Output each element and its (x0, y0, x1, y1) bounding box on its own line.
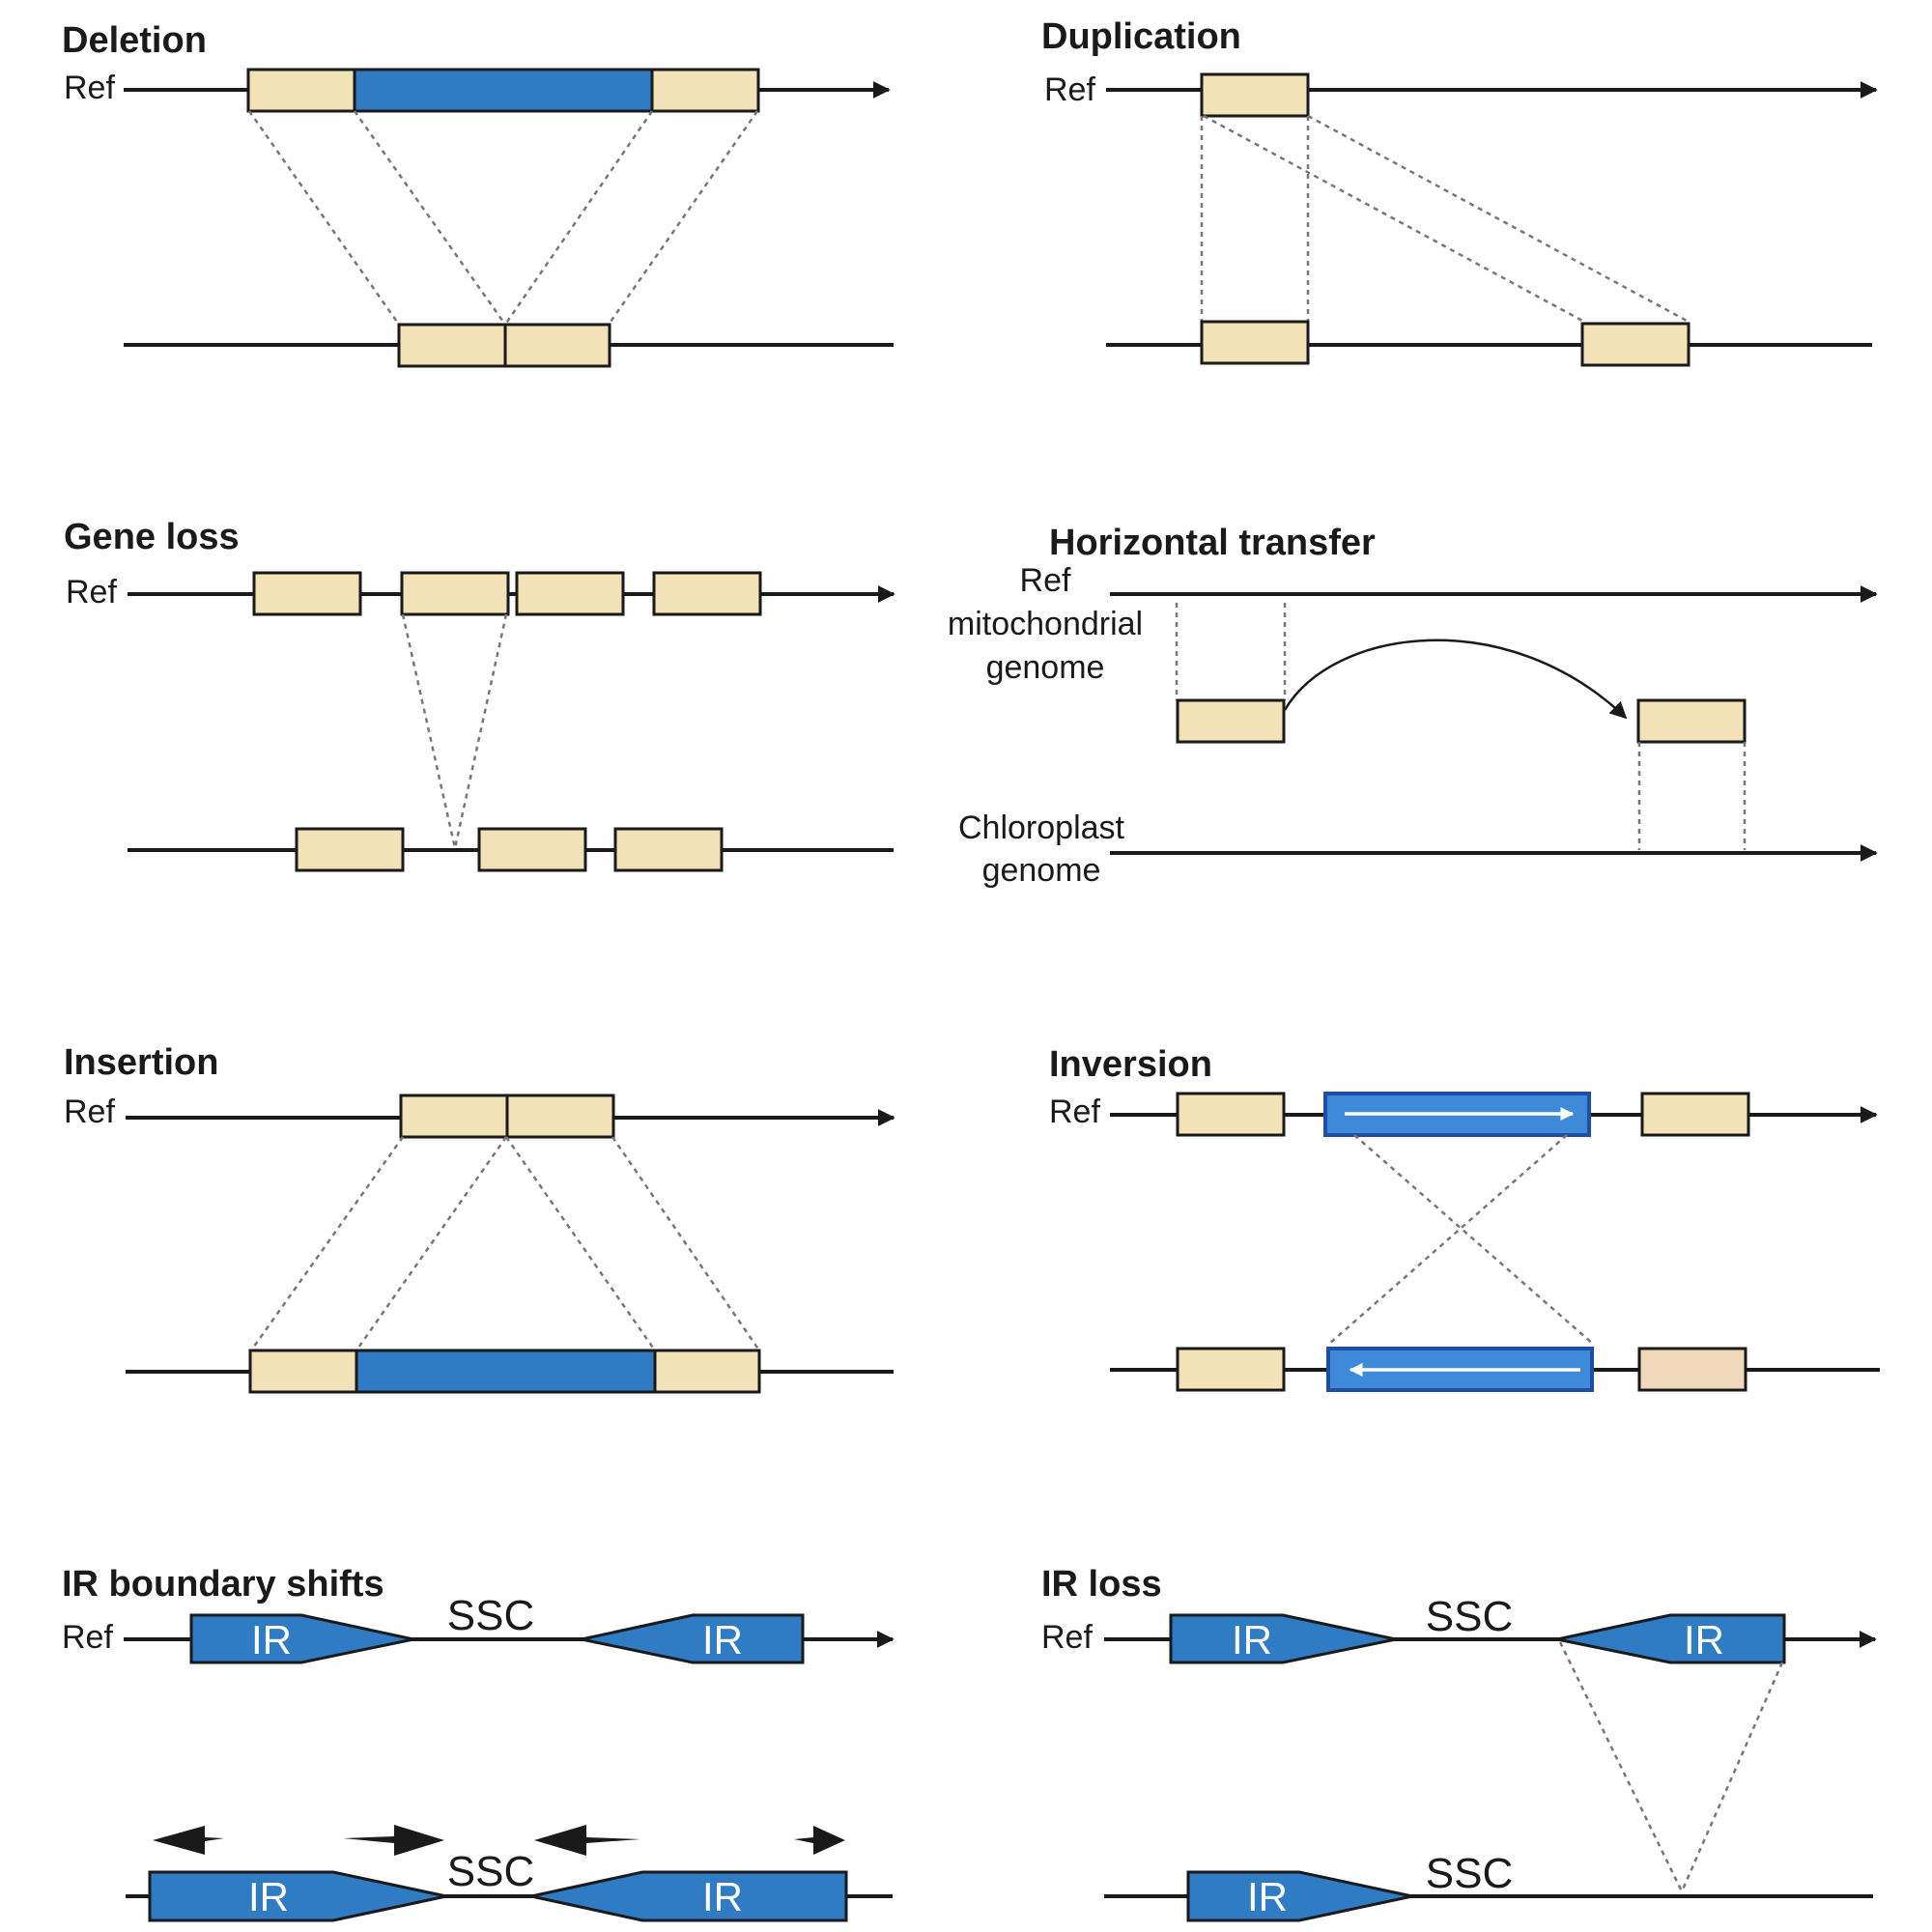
guide-line (504, 1136, 657, 1351)
ref-label: Ref (1049, 1094, 1100, 1130)
panel-ir-boundary-shifts: IR boundary shifts Ref IR SSC IR IR SSC … (62, 1564, 895, 1922)
gene-block (246, 68, 356, 113)
panel-gene-loss: Gene loss Ref (64, 517, 895, 872)
gene-block (652, 571, 762, 616)
ref-label: genome (986, 649, 1105, 686)
ir-region (189, 1613, 414, 1664)
gene-block (505, 1094, 615, 1139)
guide-line (607, 110, 759, 326)
ir-region (1556, 1613, 1786, 1664)
target-label: genome (982, 852, 1101, 889)
guide-line (1203, 114, 1585, 324)
gene-block (503, 323, 611, 368)
panel-title: Gene loss (64, 517, 240, 557)
ref-label: Ref (62, 1619, 113, 1656)
lost-gene-block (400, 571, 510, 616)
guide-line (249, 1136, 405, 1351)
panel-title: Insertion (64, 1042, 218, 1083)
deleted-segment (353, 68, 654, 113)
ref-label: Ref (1041, 1619, 1093, 1656)
gene-block (1176, 698, 1286, 744)
guide-line (453, 613, 508, 849)
gene-block (248, 1349, 358, 1394)
ssc-label: SSC (447, 1848, 534, 1895)
gene-block (515, 571, 625, 616)
inserted-segment (355, 1349, 657, 1394)
gene-block (399, 1094, 509, 1139)
panel-title: Horizontal transfer (1049, 523, 1376, 563)
panel-title: Deletion (62, 20, 207, 61)
transfer-arrow (1283, 639, 1628, 720)
ir-label: IR (248, 1874, 289, 1919)
gene-block (650, 68, 760, 113)
ir-region (148, 1870, 447, 1922)
shift-right-arrow (343, 1825, 444, 1856)
panel-horizontal-transfer: Horizontal transfer Ref mitochondrial ge… (948, 523, 1878, 889)
gene-block (295, 827, 405, 872)
gene-block (397, 323, 507, 368)
guide-line (1307, 114, 1690, 324)
target-label: Chloroplast (958, 810, 1125, 846)
panel-title: Inversion (1049, 1044, 1212, 1085)
panel-title: Duplication (1041, 16, 1241, 57)
duplicated-gene-block (1580, 322, 1690, 367)
panel-deletion: Deletion Ref (62, 20, 894, 368)
gene-block (653, 1349, 761, 1394)
shift-left-arrow (534, 1825, 640, 1856)
ir-region (581, 1613, 805, 1664)
guide-line (1327, 1134, 1568, 1346)
shift-right-arrow (794, 1826, 845, 1855)
panel-inversion: Inversion Ref (1049, 1044, 1880, 1392)
ref-label: mitochondrial (948, 606, 1143, 642)
guide-line (1680, 1662, 1784, 1892)
guide-line (1558, 1641, 1684, 1892)
ref-label: Ref (64, 70, 115, 106)
guide-line (1353, 1134, 1595, 1346)
gene-block (477, 827, 587, 872)
ir-label: IR (702, 1874, 743, 1919)
shift-left-arrow (153, 1826, 224, 1855)
ssc-label: SSC (447, 1592, 534, 1639)
transferred-gene-block (1636, 698, 1747, 744)
ssc-label: SSC (1426, 1850, 1513, 1897)
panel-duplication: Duplication Ref (1041, 16, 1878, 367)
guide-line (353, 110, 507, 326)
guide-line (503, 110, 654, 326)
ref-label: Ref (64, 1094, 115, 1130)
gene-block (1637, 1347, 1747, 1392)
gene-block (613, 827, 724, 872)
panel-title: IR boundary shifts (62, 1564, 384, 1605)
panel-title: IR loss (1041, 1564, 1162, 1605)
gene-block (1176, 1092, 1286, 1137)
ir-region (1169, 1613, 1397, 1664)
gene-block (252, 571, 362, 616)
guide-line (611, 1136, 761, 1351)
ref-label: Ref (1044, 71, 1095, 108)
ir-label: IR (1684, 1617, 1724, 1662)
ref-label: Ref (1020, 562, 1071, 599)
guide-line (247, 110, 401, 326)
ref-label: Ref (66, 574, 117, 611)
panel-ir-loss: IR loss Ref IR SSC IR IR SSC (1041, 1564, 1877, 1922)
ir-label: IR (251, 1617, 292, 1662)
gene-block (1200, 320, 1310, 365)
ir-region (530, 1870, 848, 1922)
ir-label: IR (1247, 1874, 1288, 1919)
gene-block (1200, 72, 1310, 118)
ir-label: IR (1232, 1617, 1272, 1662)
gene-block (1640, 1092, 1750, 1137)
guide-line (355, 1136, 508, 1351)
guide-line (401, 613, 457, 849)
panel-insertion: Insertion Ref (64, 1042, 895, 1394)
gene-block (1176, 1347, 1286, 1392)
ssc-label: SSC (1426, 1593, 1513, 1640)
ir-region (1186, 1870, 1413, 1922)
ir-label: IR (702, 1617, 743, 1662)
